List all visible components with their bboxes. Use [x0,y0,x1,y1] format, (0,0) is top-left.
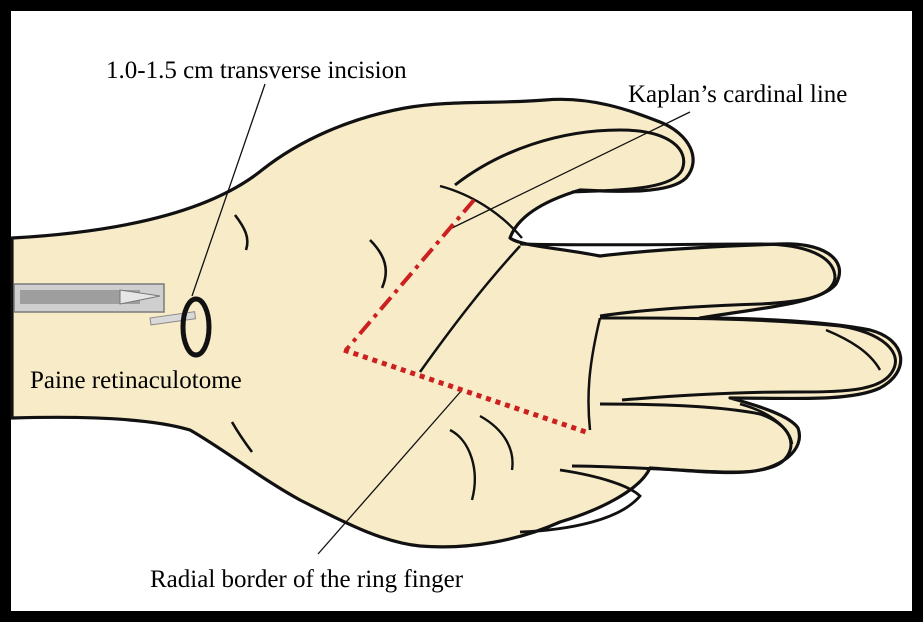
paine-label: Paine retinaculotome [30,368,242,393]
ring-finger-label: Radial border of the ring finger [150,567,463,592]
incision-label: 1.0-1.5 cm transverse incision [106,58,407,83]
kaplan-label: Kaplan’s cardinal line [628,82,847,107]
